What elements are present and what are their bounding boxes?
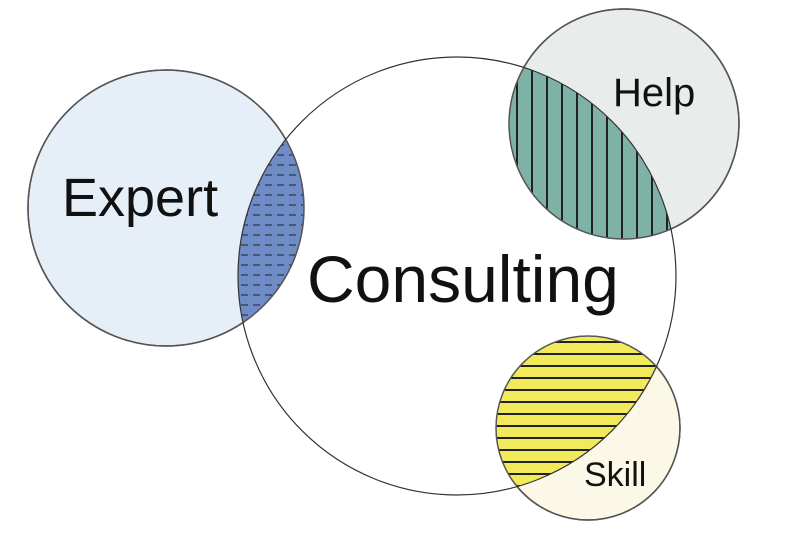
help-label: Help	[613, 71, 695, 115]
expert-circle-outline	[27, 69, 305, 347]
skill-circle-outline	[495, 335, 681, 521]
expert-label: Expert	[62, 168, 218, 228]
help-circle-outline	[508, 8, 740, 240]
consulting-label: Consulting	[307, 242, 619, 316]
skill-label: Skill	[584, 456, 646, 494]
consulting-circle-outline	[237, 56, 677, 496]
